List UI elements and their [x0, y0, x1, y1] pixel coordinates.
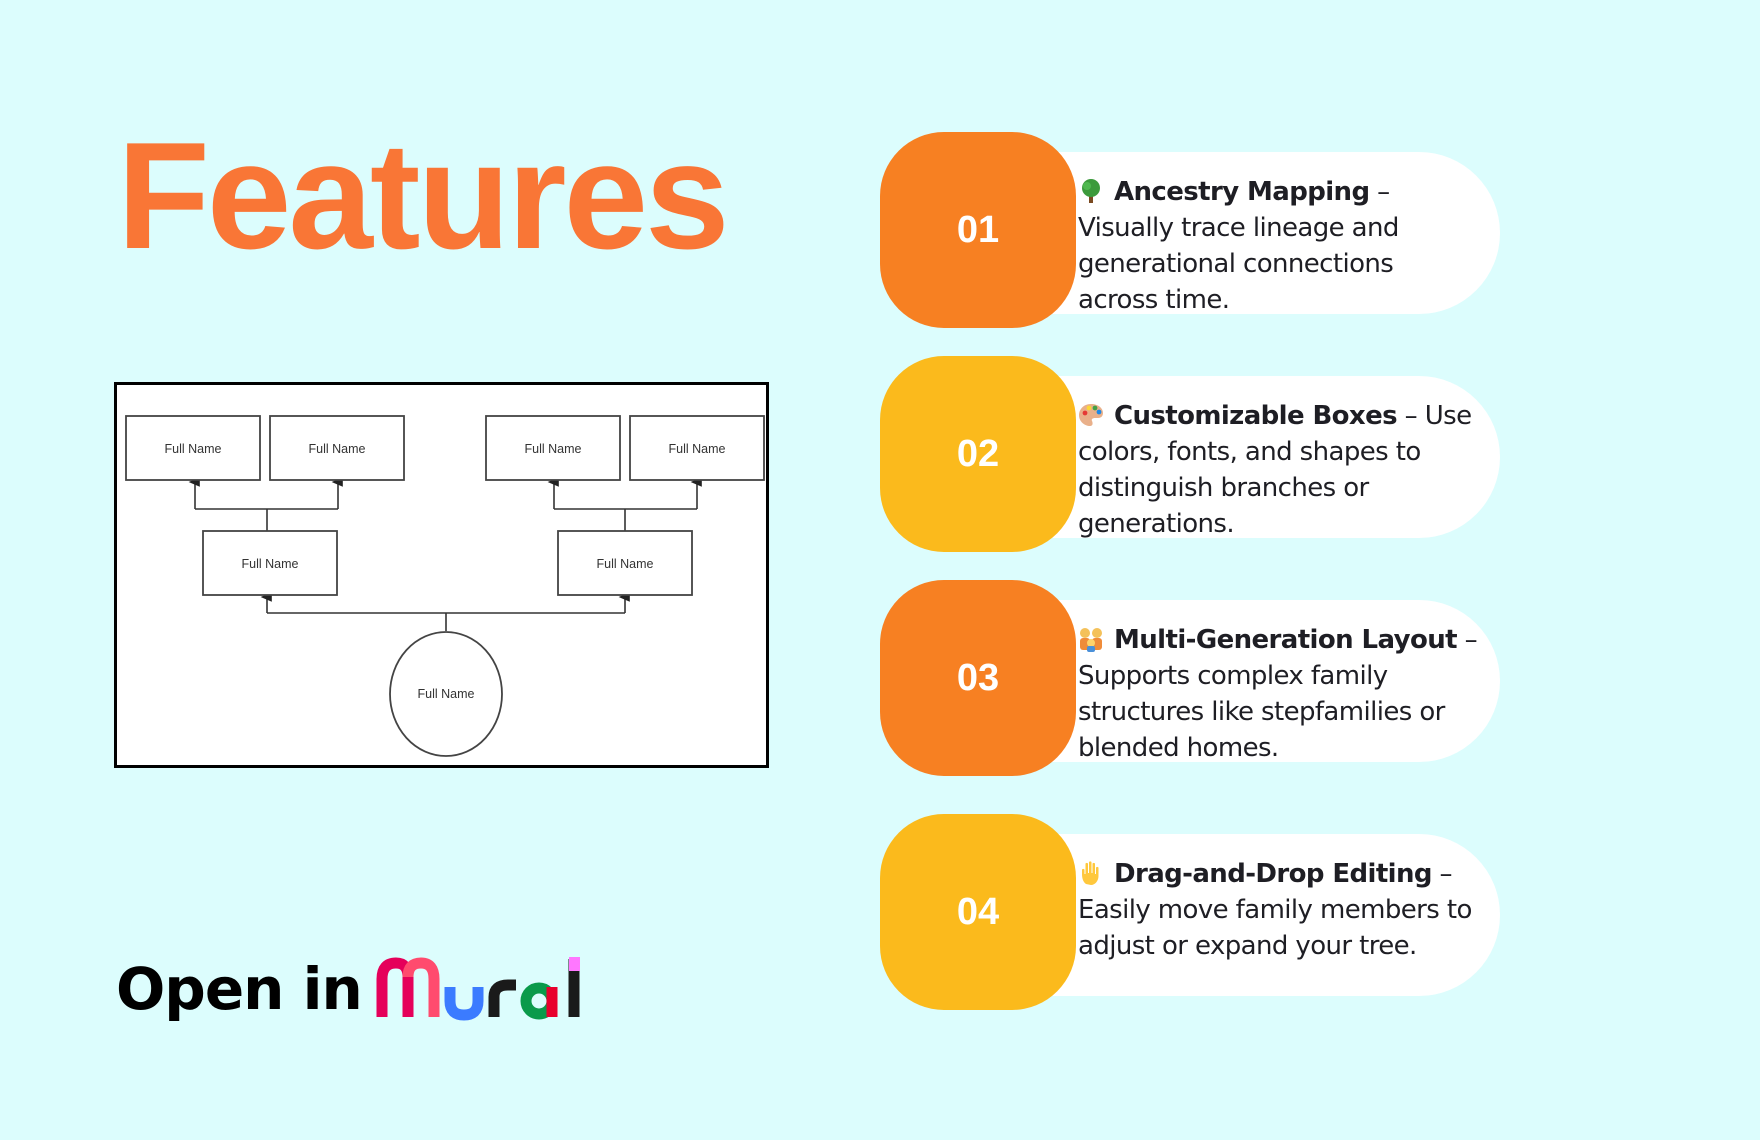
- feature-card: Ancestry Mapping – Visually trace lineag…: [1040, 152, 1500, 315]
- raised-hand-icon: [1082, 861, 1099, 885]
- palette-icon: [1079, 404, 1103, 426]
- tree-label: Full Name: [309, 442, 366, 456]
- tree-circle-root[interactable]: [389, 631, 503, 757]
- feature-separator: –: [1397, 401, 1425, 431]
- feature-description: Multi-Generation Layout – Supports compl…: [1052, 622, 1480, 766]
- feature-text: Use colors, fonts, and shapes to disting…: [1078, 401, 1472, 539]
- tree-label: Full Name: [597, 557, 654, 571]
- family-icon: [1080, 628, 1102, 652]
- tree-label: Full Name: [525, 442, 582, 456]
- feature-text: Visually trace lineage and generational …: [1078, 213, 1399, 315]
- feature-number: 01: [956, 208, 1000, 251]
- feature-separator: –: [1431, 859, 1453, 889]
- feature-item-3: Multi-Generation Layout – Supports compl…: [880, 580, 1620, 776]
- family-tree-diagram: Full Name Full Name Full Name Full Name …: [114, 382, 769, 768]
- tree-label: Full Name: [418, 687, 475, 701]
- mural-logo: [376, 957, 580, 1021]
- feature-item-1: Ancestry Mapping – Visually trace lineag…: [880, 132, 1620, 328]
- tree-label: Full Name: [242, 557, 299, 571]
- feature-number-badge: 02: [880, 356, 1076, 552]
- page-title: Features: [117, 111, 730, 281]
- feature-item-4: Drag-and-Drop Editing – Easily move fami…: [880, 814, 1620, 1010]
- tree-label: Full Name: [669, 442, 726, 456]
- tree-label: Full Name: [165, 442, 222, 456]
- feature-separator: –: [1369, 177, 1390, 207]
- feature-separator: –: [1456, 625, 1478, 655]
- feature-number: 02: [956, 432, 1000, 475]
- feature-name: Ancestry Mapping: [1114, 177, 1370, 207]
- feature-item-2: Customizable Boxes – Use colors, fonts, …: [880, 356, 1620, 552]
- tree-icon: [1082, 179, 1100, 203]
- feature-number-badge: 03: [880, 580, 1076, 776]
- family-tree-svg: Full Name Full Name Full Name Full Name …: [125, 415, 765, 757]
- feature-number-badge: 01: [880, 132, 1076, 328]
- feature-card: Drag-and-Drop Editing – Easily move fami…: [1040, 834, 1500, 996]
- feature-description: Ancestry Mapping – Visually trace lineag…: [1052, 174, 1480, 318]
- feature-card: Multi-Generation Layout – Supports compl…: [1040, 600, 1500, 763]
- tree-box-top-2[interactable]: [269, 415, 405, 481]
- feature-number: 03: [956, 656, 1000, 699]
- tree-box-middle-2[interactable]: [557, 530, 693, 596]
- feature-number-badge: 04: [880, 814, 1076, 1010]
- feature-name: Drag-and-Drop Editing: [1114, 859, 1432, 889]
- feature-description: Drag-and-Drop Editing – Easily move fami…: [1052, 856, 1480, 964]
- feature-number: 04: [956, 890, 1000, 933]
- feature-text: Easily move family members to adjust or …: [1078, 895, 1472, 961]
- tree-box-top-1[interactable]: [125, 415, 261, 481]
- feature-name: Multi-Generation Layout: [1114, 625, 1458, 655]
- open-in-mural-link[interactable]: Open in: [116, 955, 592, 1023]
- feature-description: Customizable Boxes – Use colors, fonts, …: [1052, 398, 1480, 542]
- tree-box-top-4[interactable]: [629, 415, 765, 481]
- feature-text: Supports complex family structures like …: [1078, 661, 1445, 763]
- feature-name: Customizable Boxes: [1114, 401, 1398, 431]
- open-in-label: Open in: [116, 955, 363, 1023]
- tree-box-top-3[interactable]: [485, 415, 621, 481]
- tree-box-middle-1[interactable]: [202, 530, 338, 596]
- feature-card: Customizable Boxes – Use colors, fonts, …: [1040, 376, 1500, 539]
